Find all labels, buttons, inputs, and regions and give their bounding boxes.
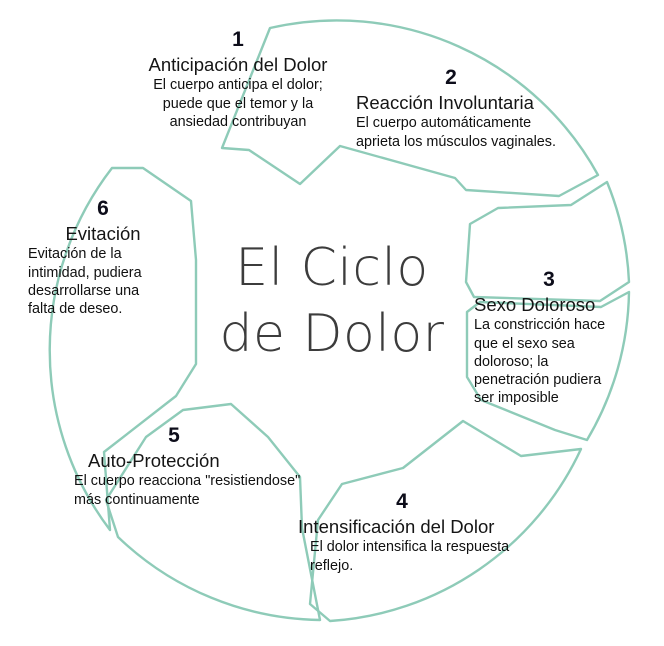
step-body-4: El dolor intensifica la respuesta reflej… bbox=[298, 538, 530, 575]
step-body-line: ansiedad contribuyan bbox=[169, 113, 307, 130]
step-body-line: El cuerpo reacciona "resistiendose" bbox=[74, 473, 301, 490]
step-number-5: 5 bbox=[168, 424, 180, 447]
step-body-line: intimidad, pudiera bbox=[28, 264, 142, 281]
step-body-line: ser imposible bbox=[474, 390, 559, 407]
step-title-1: Anticipación del Dolor bbox=[148, 54, 328, 76]
step-body-line: desarrollarse una bbox=[28, 282, 140, 299]
step-title-6: Evitación bbox=[65, 223, 141, 245]
step-title-3: Sexo Doloroso bbox=[474, 294, 596, 316]
step-body-6: Evitación de la intimidad, pudiera desar… bbox=[28, 245, 186, 318]
step-body-3: La constricción hace que el sexo sea dol… bbox=[474, 316, 644, 407]
step-body-1: El cuerpo anticipa el dolor; puede que e… bbox=[118, 76, 358, 131]
step-body-line: El cuerpo automáticamente bbox=[356, 115, 532, 132]
title-line-1: El Ciclo bbox=[235, 238, 429, 298]
step-body-line: falta de deseo. bbox=[28, 301, 123, 318]
step-title-2: Reacción Involuntaria bbox=[356, 92, 534, 114]
step-number-3: 3 bbox=[543, 268, 555, 291]
title-line-2: de Dolor bbox=[219, 303, 445, 364]
ring-segments bbox=[48, 19, 631, 623]
step-body-line: El cuerpo anticipa el dolor; bbox=[153, 77, 323, 94]
step-title-4: Intensificación del Dolor bbox=[298, 516, 495, 538]
segment-outline-6 bbox=[48, 166, 198, 532]
segment-outline-3 bbox=[465, 290, 631, 442]
step-body-line: El dolor intensifica la respuesta bbox=[310, 539, 510, 556]
segment-outline-2 bbox=[464, 180, 631, 303]
cycle-step-1[interactable]: 1 Anticipación del Dolor El cuerpo antic… bbox=[118, 28, 358, 131]
page-title: El Ciclo de Dolor bbox=[182, 236, 482, 367]
step-number-6: 6 bbox=[97, 197, 109, 220]
segment-outline-4 bbox=[308, 419, 583, 623]
step-body-line: aprieta los músculos vaginales. bbox=[356, 133, 556, 150]
step-body-line: más continuamente bbox=[74, 491, 200, 508]
step-number-2: 2 bbox=[445, 66, 457, 89]
step-body-line: penetración pudiera bbox=[474, 372, 602, 389]
step-number-4: 4 bbox=[396, 490, 408, 513]
step-body-line: doloroso; la bbox=[474, 353, 549, 370]
cycle-step-5[interactable]: 5 Auto-Protección El cuerpo reacciona "r… bbox=[74, 424, 320, 509]
cycle-step-6[interactable]: 6 Evitación Evitación de la intimidad, p… bbox=[28, 197, 186, 318]
step-body-line: puede que el temor y la bbox=[162, 95, 314, 112]
step-body-line: Evitación de la bbox=[28, 246, 122, 263]
segment-outline-1 bbox=[220, 19, 600, 198]
cycle-step-4[interactable]: 4 Intensificación del Dolor El dolor int… bbox=[298, 490, 530, 575]
cycle-step-2[interactable]: 2 Reacción Involuntaria El cuerpo automá… bbox=[356, 66, 578, 151]
step-body-line: reflejo. bbox=[310, 557, 354, 574]
segment-outline-5 bbox=[104, 402, 322, 622]
step-body-2: El cuerpo automáticamente aprieta los mú… bbox=[356, 114, 578, 151]
step-number-1: 1 bbox=[232, 28, 244, 51]
cycle-step-3[interactable]: 3 Sexo Doloroso La constricción hace que… bbox=[474, 268, 644, 408]
step-body-line: que el sexo sea bbox=[474, 335, 575, 352]
step-body-line: La constricción hace bbox=[474, 317, 606, 334]
step-title-5: Auto-Protección bbox=[88, 450, 220, 472]
step-body-5: El cuerpo reacciona "resistiendose" más … bbox=[74, 472, 320, 509]
